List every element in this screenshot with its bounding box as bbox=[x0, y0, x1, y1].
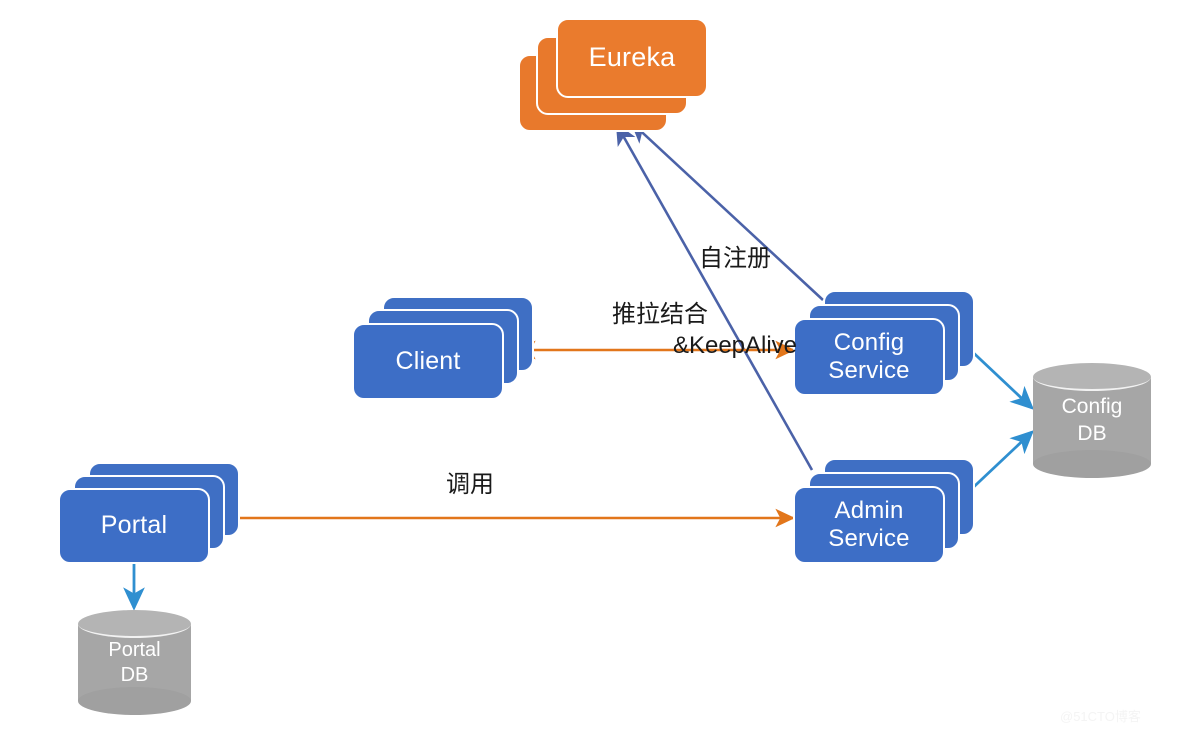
config-service-label-line1: Config bbox=[833, 328, 905, 356]
client-card-front: Client bbox=[352, 323, 504, 400]
node-portal[interactable]: Portal bbox=[58, 462, 240, 564]
edge-label-push-pull: 推拉结合 bbox=[612, 301, 708, 328]
node-admin-service[interactable]: Admin Service bbox=[793, 458, 975, 564]
node-config-service[interactable]: Config Service bbox=[793, 290, 975, 396]
config-db-label-line1: Config bbox=[1061, 395, 1123, 419]
edge-admin-service-to-eureka bbox=[615, 122, 814, 471]
admin-service-label-line2: Service bbox=[828, 525, 910, 552]
config-db-bottom bbox=[1033, 450, 1151, 478]
edge-label-self-register-line1: 自注册 bbox=[699, 244, 771, 272]
portal-db-bottom bbox=[78, 687, 191, 715]
node-client[interactable]: Client bbox=[352, 296, 534, 400]
portal-db-label-line1: Portal bbox=[108, 638, 161, 661]
config-db-top bbox=[1033, 363, 1151, 391]
watermark: @51CTO博客 bbox=[1060, 709, 1141, 724]
edge-label-self-register-line2: &KeepAlive bbox=[672, 332, 798, 360]
edge-config-service-to-eureka bbox=[630, 121, 824, 301]
config-db-label: Config DB bbox=[1033, 363, 1151, 478]
portal-card-front: Portal bbox=[58, 488, 210, 564]
admin-service-label-line1: Admin bbox=[834, 496, 904, 524]
portal-db-label: Portal DB bbox=[78, 610, 191, 715]
config-db-label-line2: DB bbox=[1077, 421, 1107, 445]
edge-label-invoke: 调用 bbox=[446, 471, 494, 498]
node-eureka[interactable]: Eureka bbox=[518, 18, 708, 133]
eureka-card-front: Eureka bbox=[556, 18, 708, 98]
node-config-db[interactable]: Config DB bbox=[1033, 363, 1151, 478]
portal-db-label-line2: DB bbox=[120, 663, 149, 686]
node-portal-db[interactable]: Portal DB bbox=[78, 610, 191, 715]
config-db-body bbox=[1033, 377, 1151, 464]
config-service-card-front: Config Service bbox=[793, 318, 945, 396]
config-service-label-line2: Service bbox=[828, 357, 910, 384]
portal-db-top bbox=[78, 610, 191, 638]
admin-service-card-front: Admin Service bbox=[793, 486, 945, 564]
